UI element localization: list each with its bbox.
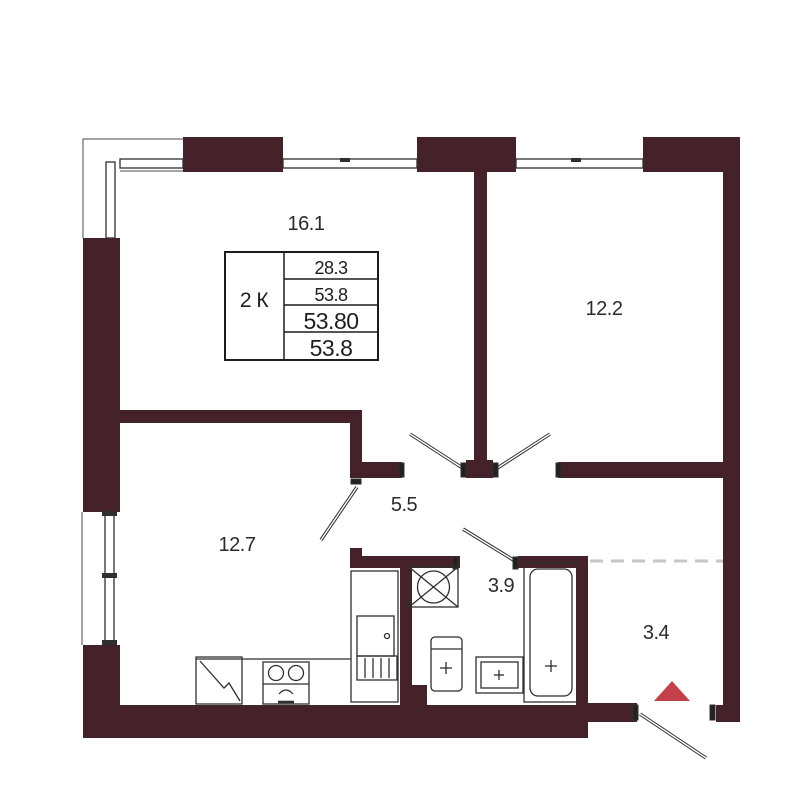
windows — [102, 158, 644, 645]
door-jamb — [555, 462, 562, 478]
door-leaf-core — [462, 528, 516, 562]
stamp-value: 53.8 — [314, 285, 348, 305]
wall — [350, 548, 362, 556]
balcony-outline — [82, 138, 183, 238]
window-icon — [119, 158, 184, 169]
wall — [350, 410, 362, 468]
wall — [120, 410, 362, 423]
toilet-icon — [430, 636, 463, 692]
exterior-walls — [83, 137, 740, 738]
fixtures — [195, 562, 579, 705]
window-cap — [102, 640, 117, 645]
bathtub-icon — [523, 562, 579, 703]
stamp-value: 53.8 — [310, 335, 353, 361]
door-jamb — [492, 462, 499, 478]
wall — [466, 460, 493, 478]
entrance-door-swing-icon — [639, 712, 707, 760]
apartment-type-label: 2 К — [240, 289, 270, 312]
stamp-value: 28.3 — [314, 258, 348, 278]
window-vent-tick — [571, 158, 581, 162]
wall — [417, 137, 516, 172]
sink-icon — [475, 656, 524, 694]
washing-machine-icon — [408, 566, 459, 608]
doors — [319, 432, 716, 760]
door-leaf-core — [495, 433, 551, 470]
wall — [588, 703, 637, 722]
wall — [723, 137, 740, 707]
wall — [350, 556, 460, 568]
area-stamp-table: 2 К 28.3 53.8 53.80 53.8 — [224, 251, 379, 361]
facade-outline — [81, 138, 183, 645]
interior-walls — [120, 172, 723, 706]
wall — [716, 705, 740, 722]
wall — [518, 556, 588, 568]
wall — [183, 137, 283, 172]
door-leaf-core — [409, 433, 465, 470]
wall — [83, 238, 120, 512]
door-swing-icon — [409, 432, 465, 471]
door-jamb — [350, 478, 362, 485]
window-vent-tick — [340, 158, 350, 162]
window-icon — [105, 161, 116, 239]
wall — [350, 462, 402, 478]
door-jamb — [512, 556, 519, 570]
kitchen-sink-icon — [350, 570, 399, 703]
room-labels: 16.1 12.2 12.7 5.5 3.9 3.4 — [219, 213, 670, 644]
room-area-label: 3.9 — [488, 575, 515, 597]
wall — [83, 645, 120, 707]
wall — [400, 685, 427, 706]
wall — [474, 172, 487, 464]
entrance-triangle-icon — [654, 681, 690, 701]
room-area-label: 16.1 — [288, 213, 325, 235]
room-area-label: 5.5 — [391, 494, 418, 516]
door-leaf-core — [639, 713, 707, 759]
room-area-label: 3.4 — [643, 622, 670, 644]
stove-icon — [262, 661, 310, 705]
room-area-label: 12.7 — [219, 534, 256, 556]
door-jamb — [709, 704, 716, 721]
wall — [83, 705, 588, 738]
window-cap — [102, 511, 117, 516]
door-jamb — [398, 462, 405, 478]
wall — [400, 568, 412, 685]
wall — [558, 462, 723, 478]
stamp-value-total: 53.80 — [303, 308, 358, 334]
door-leaf-core — [320, 486, 358, 541]
door-jamb — [632, 704, 639, 721]
wall — [576, 556, 588, 706]
door-swing-icon — [462, 527, 516, 563]
door-swing-icon — [495, 432, 551, 471]
room-area-label: 12.2 — [586, 298, 623, 320]
door-swing-icon — [319, 486, 359, 541]
door-jamb — [460, 462, 467, 478]
window-cap — [102, 573, 117, 578]
stamp-border — [224, 251, 379, 361]
fridge-icon — [195, 656, 243, 705]
